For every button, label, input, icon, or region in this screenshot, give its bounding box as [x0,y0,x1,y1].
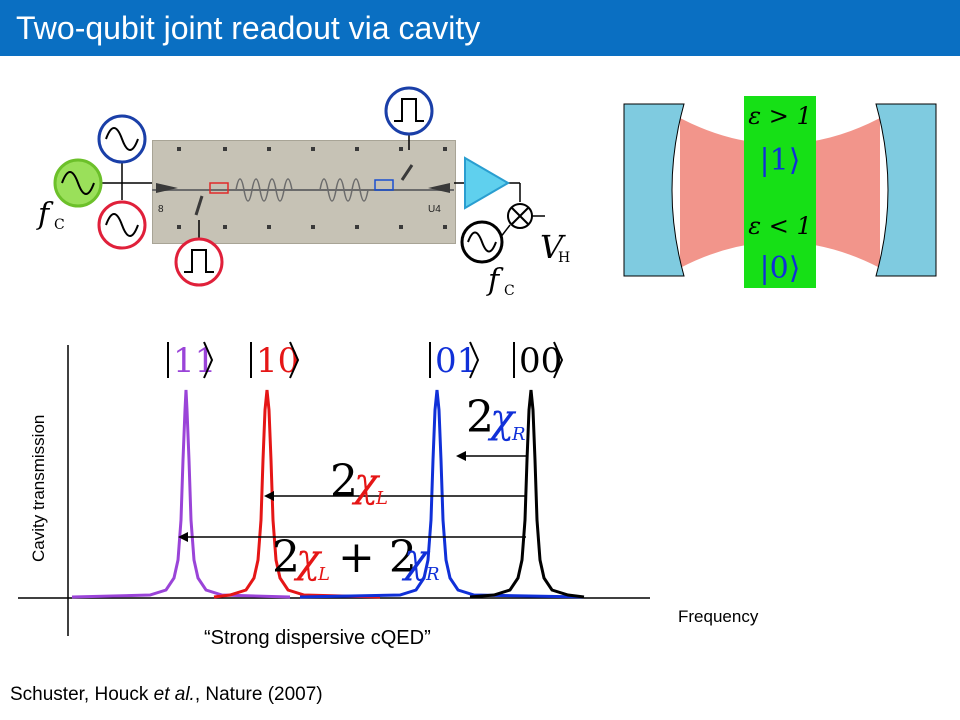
peak-11-curve [71,389,291,599]
output-voltage-sub: H [558,250,570,266]
eps-less-label: ε < 1 [748,212,812,240]
chip-label-left: 8 [158,204,164,215]
shift-R-sub: R [511,424,526,445]
shift-sum-coef: 2 [272,532,300,583]
citation-et-al: et al. [153,684,195,705]
x-axis-label: Frequency [678,607,759,626]
shift-L-chi: χ [351,460,381,506]
rf-source-blue-icon [97,114,147,164]
plot-caption: “Strong dispersive cQED” [204,627,431,649]
slide-title: Two-qubit joint readout via cavity [16,10,481,46]
citation-authors: Schuster, Houck [10,684,154,705]
shift-sum-plus: + 2 [338,532,417,583]
spectrum-axes [18,345,650,636]
mixer-icon [507,203,533,229]
shift-label-sum: 2 χ L + 2 χ R [272,532,440,585]
peak-00-curve [469,389,585,599]
ket-label-10: 10 [250,341,299,381]
citation-journal: , Nature (2007) [194,684,323,705]
state-strip [744,96,816,288]
state-one-ket: |1⟩ [760,143,801,178]
pulse-source-blue-icon [384,86,434,136]
shift-sum-chiR: χ [401,536,431,582]
drive-freq-sub: C [54,217,65,233]
title-bar: Two-qubit joint readout via cavity [0,0,960,56]
circuit-wires [101,133,545,240]
citation: Schuster, Houck et al., Nature (2007) [10,684,323,706]
cavity-diagram: ε > 1 |1⟩ ε < 1 |0⟩ [623,96,937,288]
shift-label-2chiL: 2 χ L [330,456,388,509]
chip-label-right: U4 [428,204,441,215]
pulse-source-red-icon [174,237,224,287]
amplifier-icon [464,156,510,210]
shift-arrows [178,451,526,542]
shift-label-2chiR: 2 χ R [466,392,526,445]
ket-label-11: 11 [167,341,216,381]
ket-label-00: 00 [513,341,564,381]
output-voltage-label: V [540,228,566,266]
shift-L-coef: 2 [330,456,358,507]
shift-sum-chiL: χ [293,536,323,582]
ket-11-digits: 11 [173,341,216,381]
y-axis-label: Cavity transmission [29,415,48,562]
eps-greater-label: ε > 1 [748,102,812,130]
peak-01-curve [299,389,585,599]
shift-sum-subL: L [317,564,330,585]
lo-freq-sub: C [504,283,515,299]
lo-source-icon [460,220,504,264]
shift-R-coef: 2 [466,392,494,443]
rf-source-green-icon [53,158,103,208]
ket-label-01: 01 [429,341,480,381]
peak-10-curve [213,389,381,599]
shift-sum-subR: R [425,564,440,585]
rf-source-red-icon [97,200,147,250]
shift-R-chi: χ [487,396,517,442]
chip-photo [152,140,456,244]
chip-wiring: 8 U4 [152,164,454,216]
state-zero-ket: |0⟩ [760,251,801,286]
lo-freq-label: f [486,263,504,298]
drive-freq-label: f [36,197,54,232]
shift-L-sub: L [375,488,388,509]
